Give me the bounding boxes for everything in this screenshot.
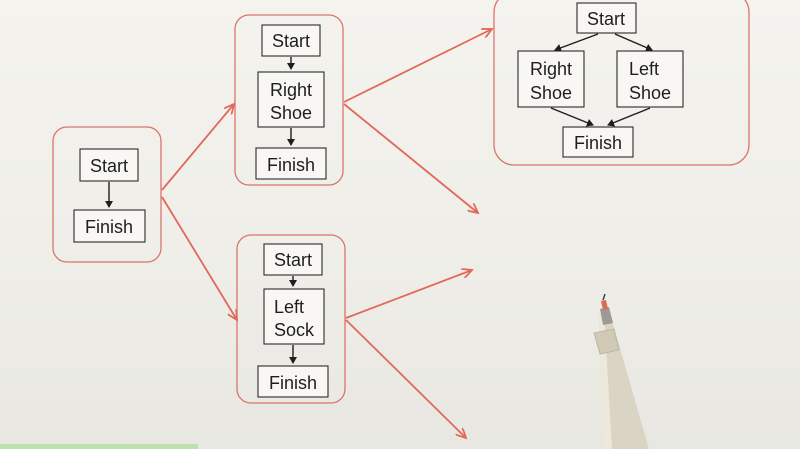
merged-left-shoe-line2: Shoe [629, 83, 671, 103]
left-sock-start-node [263, 243, 323, 276]
group-root: Start Finish [52, 126, 162, 263]
merged-arrow-split-right [614, 33, 653, 52]
arrow-right-shoe-to-merged [343, 29, 492, 103]
merged-right-shoe-line1: Right [530, 59, 572, 79]
merged-left-shoe-node [616, 50, 684, 108]
group-root-frame [52, 126, 162, 263]
root-start-label: Start [90, 156, 128, 176]
left-sock-finish-label: Finish [269, 373, 317, 393]
pen-icon [593, 293, 649, 449]
merged-start-label: Start [587, 9, 625, 29]
bottom-progress-bar [0, 444, 198, 449]
merged-arrow-split-left [554, 33, 599, 52]
arrow-left-sock-to-next-lower [345, 319, 466, 438]
right-shoe-finish-label: Finish [267, 155, 315, 175]
left-sock-step-line2: Sock [274, 320, 315, 340]
merged-start-node [576, 2, 637, 34]
merged-finish-label: Finish [574, 133, 622, 153]
right-shoe-start-node [261, 24, 321, 57]
merged-right-shoe-node [517, 50, 585, 108]
group-left-sock: Start Left Sock Finish [236, 234, 346, 404]
merged-arrow-join-left [550, 107, 594, 127]
left-sock-step-line1: Left [274, 297, 304, 317]
left-sock-start-label: Start [274, 250, 312, 270]
merged-right-shoe-line2: Shoe [530, 83, 572, 103]
group-merged: Start Right Shoe Left Shoe Finish [493, 0, 750, 166]
right-shoe-step-line1: Right [270, 80, 312, 100]
right-shoe-finish-node [255, 147, 327, 180]
merged-finish-node [562, 126, 634, 158]
root-finish-label: Finish [85, 217, 133, 237]
left-sock-finish-node [257, 365, 329, 398]
left-sock-step-node [263, 288, 325, 345]
group-right-shoe: Start Right Shoe Finish [234, 14, 344, 186]
right-shoe-start-label: Start [272, 31, 310, 51]
right-shoe-step-node [257, 71, 325, 128]
root-start-node [79, 148, 139, 182]
arrow-root-to-left-sock [161, 196, 237, 320]
merged-arrow-join-right [607, 107, 651, 127]
group-merged-frame [493, 0, 750, 166]
right-shoe-step-line2: Shoe [270, 103, 312, 123]
arrow-left-sock-to-next-upper [345, 270, 472, 319]
arrow-right-shoe-to-next [343, 103, 478, 213]
arrow-root-to-right-shoe [161, 104, 234, 191]
merged-left-shoe-line1: Left [629, 59, 659, 79]
group-right-shoe-frame [234, 14, 344, 186]
root-finish-node [73, 209, 146, 243]
